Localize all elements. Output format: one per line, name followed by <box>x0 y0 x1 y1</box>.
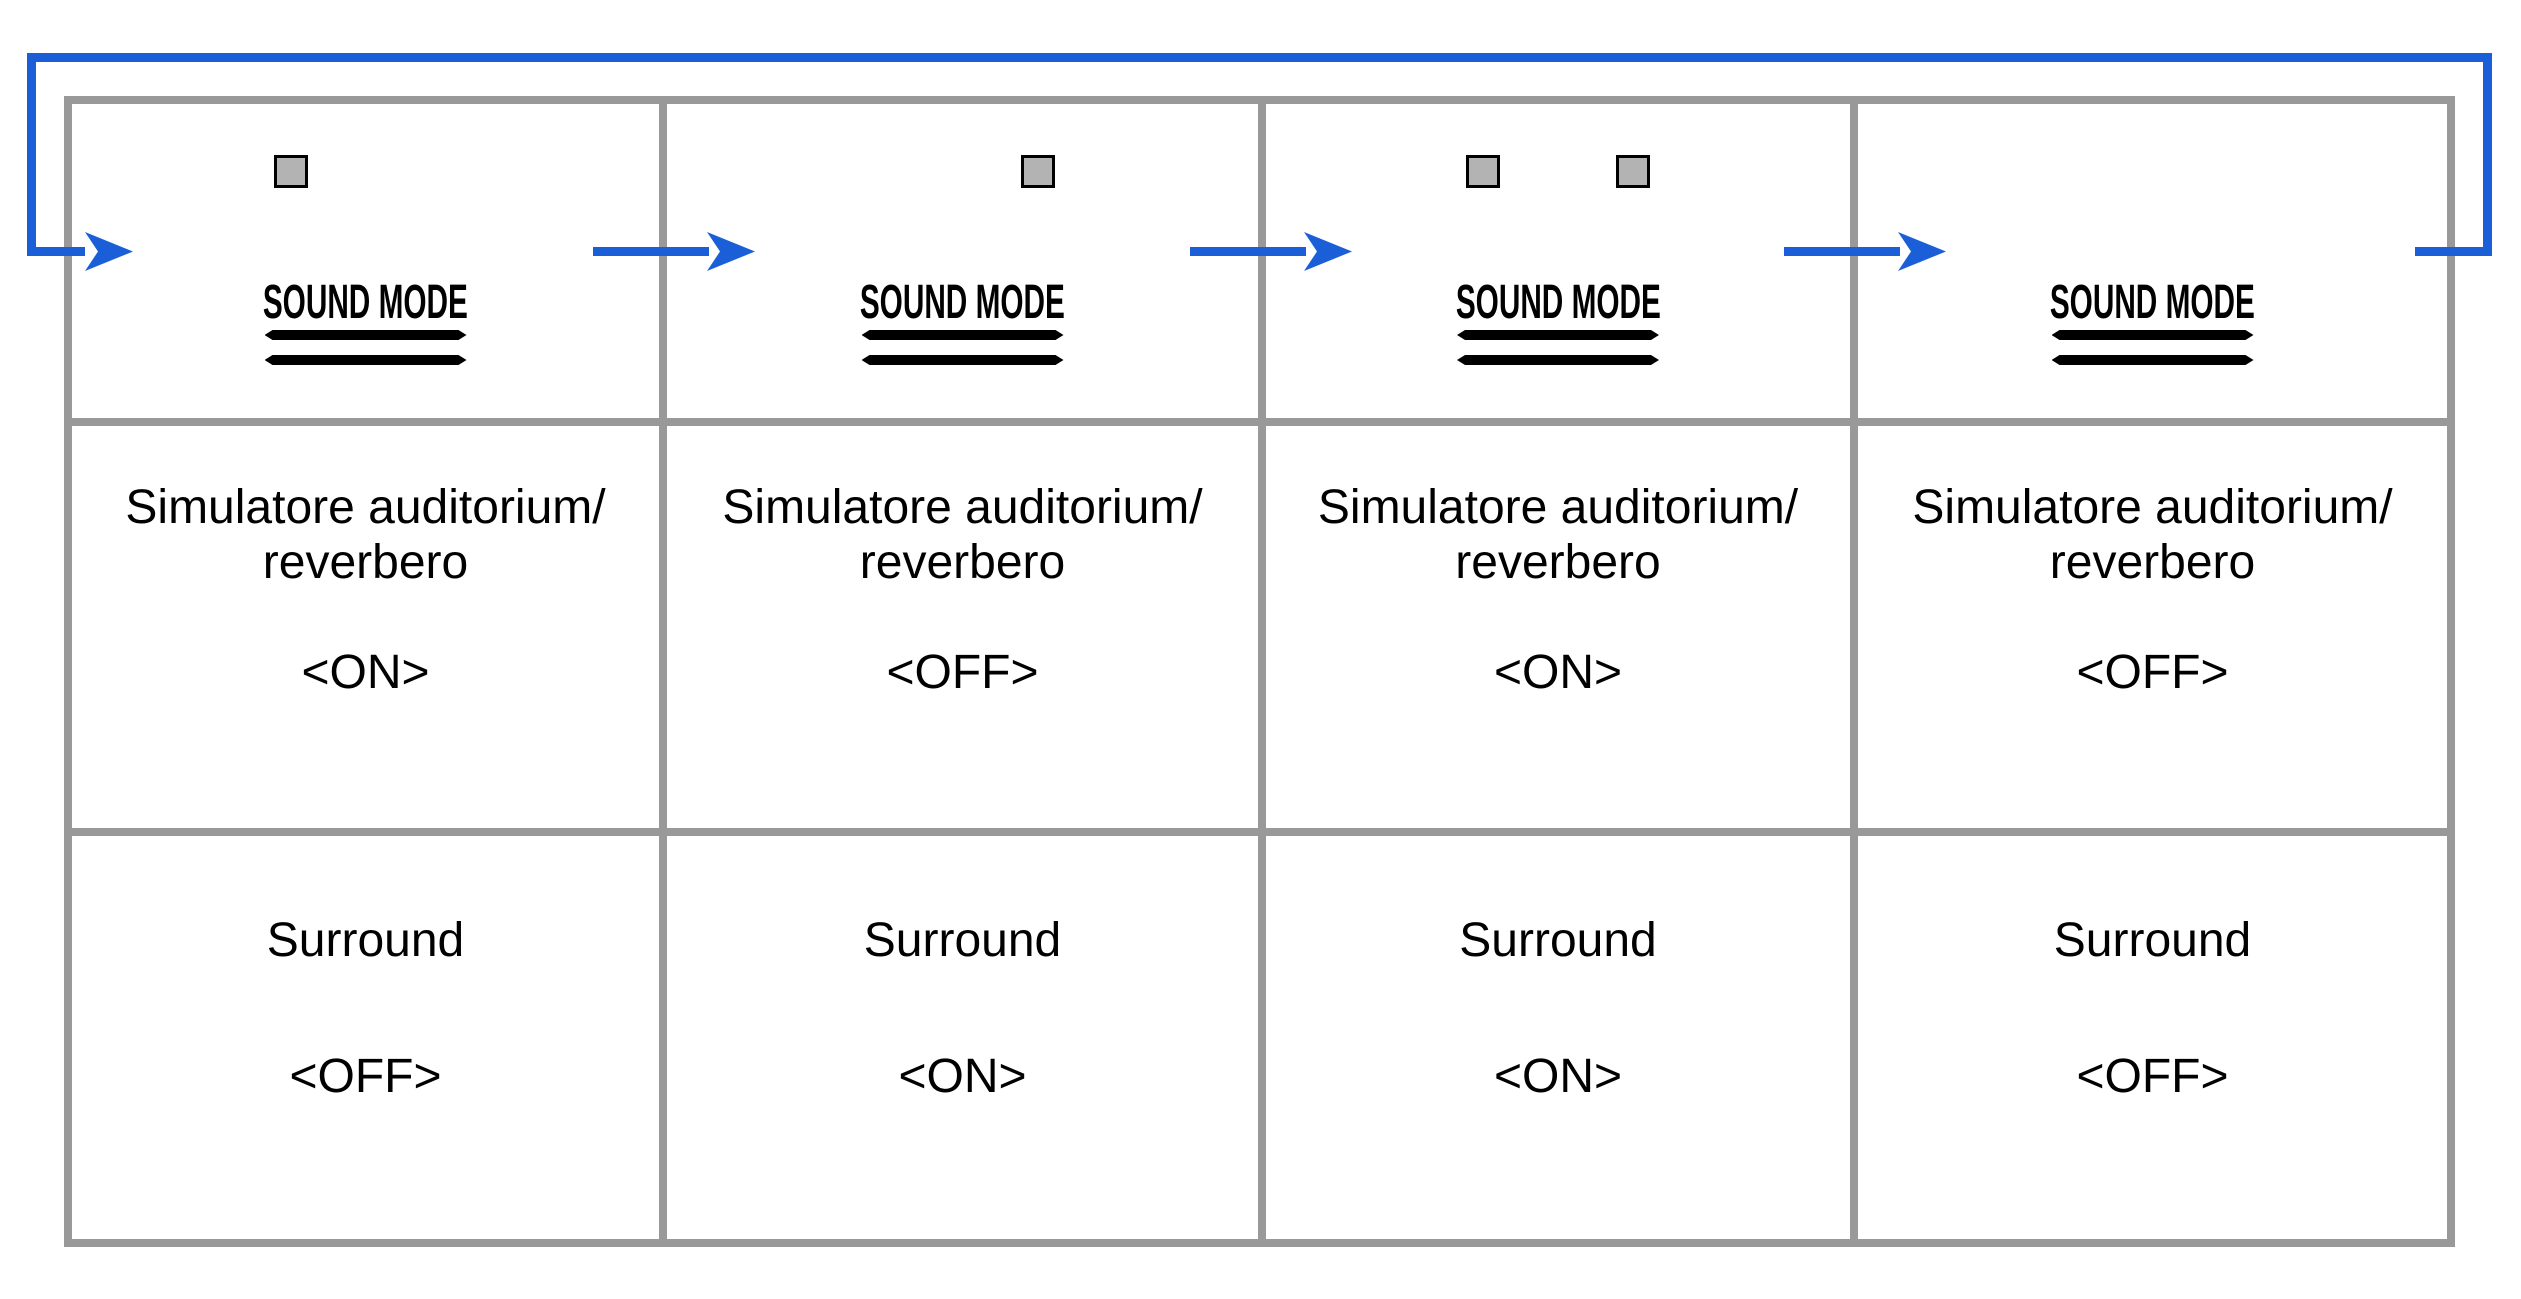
indicator-led-left <box>1466 155 1500 188</box>
simulatore-value: <OFF> <box>886 646 1039 699</box>
surround-value: <OFF> <box>289 1050 442 1103</box>
surround-value: <ON> <box>898 1050 1027 1103</box>
state-3-surround-cell: Surround <ON> <box>1266 836 1850 1239</box>
sound-mode-button-icon: SOUND MODE <box>72 276 659 365</box>
surround-value: <ON> <box>1493 1050 1623 1103</box>
indicator-led-right <box>1616 155 1650 188</box>
indicator-led-right <box>1020 155 1055 188</box>
sound-mode-label: SOUND MODE <box>262 276 469 329</box>
sound-mode-bar-top <box>265 330 467 340</box>
surround-label: Surround <box>266 914 465 967</box>
simulatore-label-line2: reverbero <box>262 536 469 589</box>
state-4-surround-cell: Surround <OFF> <box>1858 836 2447 1239</box>
sound-mode-bar-bottom <box>1457 355 1659 365</box>
sound-mode-button-icon: SOUND MODE <box>1266 276 1850 365</box>
state-2-simulatore-cell: Simulatore auditorium/ reverbero <OFF> <box>667 426 1258 828</box>
sound-mode-label: SOUND MODE <box>2049 276 2256 329</box>
state-1-simulatore-cell: Simulatore auditorium/ reverbero <ON> <box>72 426 659 828</box>
state-2-surround-cell: Surround <ON> <box>667 836 1258 1239</box>
simulatore-label-line1: Simulatore auditorium/ <box>1912 481 2393 534</box>
simulatore-value: <ON> <box>1493 646 1623 699</box>
simulatore-label-line2: reverbero <box>1455 536 1661 589</box>
state-4-simulatore-cell: Simulatore auditorium/ reverbero <OFF> <box>1858 426 2447 828</box>
sound-mode-button-icon: SOUND MODE <box>1858 276 2447 365</box>
state-3-simulatore-cell: Simulatore auditorium/ reverbero <ON> <box>1266 426 1850 828</box>
sound-mode-bar-top <box>862 330 1064 340</box>
simulatore-label-line2: reverbero <box>2049 536 2256 589</box>
sound-mode-bar-bottom <box>265 355 467 365</box>
state-1-button-cell: SOUND MODE <box>72 104 659 418</box>
simulatore-value: <ON> <box>301 646 430 699</box>
indicator-led-left <box>273 155 308 188</box>
simulatore-label-line1: Simulatore auditorium/ <box>722 481 1203 534</box>
sound-mode-bar-top <box>2052 330 2254 340</box>
state-2-button-cell: SOUND MODE <box>667 104 1258 418</box>
simulatore-value: <OFF> <box>2076 646 2229 699</box>
sound-mode-bar-bottom <box>862 355 1064 365</box>
simulatore-label-line1: Simulatore auditorium/ <box>125 481 606 534</box>
state-1-surround-cell: Surround <OFF> <box>72 836 659 1239</box>
sound-mode-bar-top <box>1457 330 1659 340</box>
sound-mode-button-icon: SOUND MODE <box>667 276 1258 365</box>
surround-label: Surround <box>1459 914 1657 967</box>
state-3-button-cell: SOUND MODE <box>1266 104 1850 418</box>
surround-label: Surround <box>863 914 1062 967</box>
simulatore-label-line2: reverbero <box>859 536 1066 589</box>
state-table: SOUND MODE SOUND MODE SOUND MODE <box>64 96 2455 1247</box>
sound-mode-bar-bottom <box>2052 355 2254 365</box>
state-4-button-cell: SOUND MODE <box>1858 104 2447 418</box>
surround-label: Surround <box>2053 914 2252 967</box>
sound-mode-label: SOUND MODE <box>1455 276 1661 329</box>
sound-mode-label: SOUND MODE <box>859 276 1066 329</box>
surround-value: <OFF> <box>2076 1050 2229 1103</box>
simulatore-label-line1: Simulatore auditorium/ <box>1317 481 1799 534</box>
